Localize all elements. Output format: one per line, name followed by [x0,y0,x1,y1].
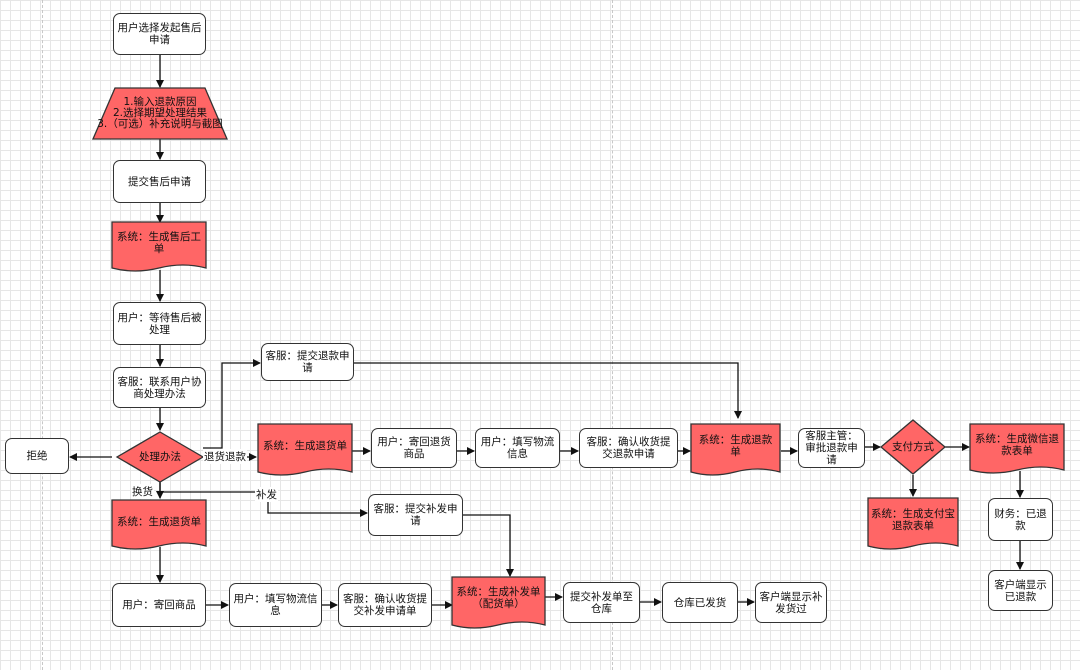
gen-resend-doc-shape [451,576,546,629]
finance-refunded-node[interactable]: 财务：已退款 [988,498,1053,541]
gen-return-1-node[interactable]: 系统：生成退货单 [263,440,347,452]
wait-node[interactable]: 用户：等待售后被处理 [113,302,206,345]
user-ship-back-node[interactable]: 用户：寄回商品 [112,583,206,627]
client-refunded-node[interactable]: 客户端显示已退款 [988,570,1053,611]
alipay-refund-form-node[interactable]: 系统：生成支付宝退款表单 [871,508,955,532]
input-line-2: 2.选择期望处理结果 [112,107,208,119]
wechat-doc-shape [969,423,1065,474]
submit-node[interactable]: 提交售后申请 [113,160,206,203]
alipay-doc-shape [867,497,959,550]
contact-node[interactable]: 客服：联系用户协商处理办法 [113,367,206,408]
edge-csresend-to-genresend [463,514,514,577]
gen-return-1-doc-shape [257,423,353,476]
edge-label-exchange: 换货 [131,484,154,499]
pay-method-node[interactable]: 支付方式 [892,441,934,453]
input-node[interactable]: 1.输入退款原因 2.选择期望处理结果 3.（可选）补充说明与截图 [93,88,227,139]
cs-resend-request-node[interactable]: 客服：提交补发申请 [368,494,463,536]
user-logistics-1-node[interactable]: 用户：填写物流信息 [475,428,560,468]
edge-decision-to-cs-refund [203,359,261,449]
edge-csrefund-to-genrefund [354,362,742,419]
gen-refund-doc-shape [690,423,781,476]
gen-ticket-node[interactable]: 系统：生成售后工单 [117,231,201,255]
edge-label-refund: 退货退款 [203,449,247,464]
cs-refund-request-node[interactable]: 客服：提交退款申请 [261,343,354,381]
submit-warehouse-node[interactable]: 提交补发单至仓库 [563,582,640,623]
supervisor-approve-node[interactable]: 客服主管：审批退款申请 [798,428,865,468]
client-resent-node[interactable]: 客户端显示补发货过 [755,582,827,623]
user-ship-return-node[interactable]: 用户：寄回退货商品 [371,428,457,468]
wechat-refund-form-node[interactable]: 系统：生成微信退款表单 [975,433,1059,457]
reject-node[interactable]: 拒绝 [5,438,69,474]
accent-shapes [92,87,1065,629]
start-node[interactable]: 用户选择发起售后申请 [113,13,206,55]
gen-return-2-doc-shape [111,499,207,550]
cs-confirm-resend-node[interactable]: 客服：确认收货提交补发申请单 [338,583,432,627]
user-logistics-2-node[interactable]: 用户：填写物流信息 [229,583,322,627]
gen-ticket-doc-shape [111,221,207,272]
gen-resend-node[interactable]: 系统：生成补发单（配货单） [456,586,541,610]
page-boundary-middle [612,0,613,670]
input-line-1: 1.输入退款原因 [123,96,197,108]
gen-refund-node[interactable]: 系统：生成退款单 [698,434,773,458]
decision-diamond-shape [115,431,205,483]
edge-label-resend: 补发 [255,487,278,502]
pay-method-diamond-shape [879,419,947,475]
decision-node[interactable]: 处理办法 [139,451,181,463]
cs-confirm-refund-node[interactable]: 客服：确认收货提交退款申请 [579,428,678,468]
warehouse-shipped-node[interactable]: 仓库已发货 [662,582,738,623]
gen-return-2-node[interactable]: 系统：生成退货单 [117,516,201,528]
input-trapezoid-shape [92,87,228,140]
input-line-3: 3.（可选）补充说明与截图 [97,118,223,130]
page-boundary-left [42,0,43,670]
